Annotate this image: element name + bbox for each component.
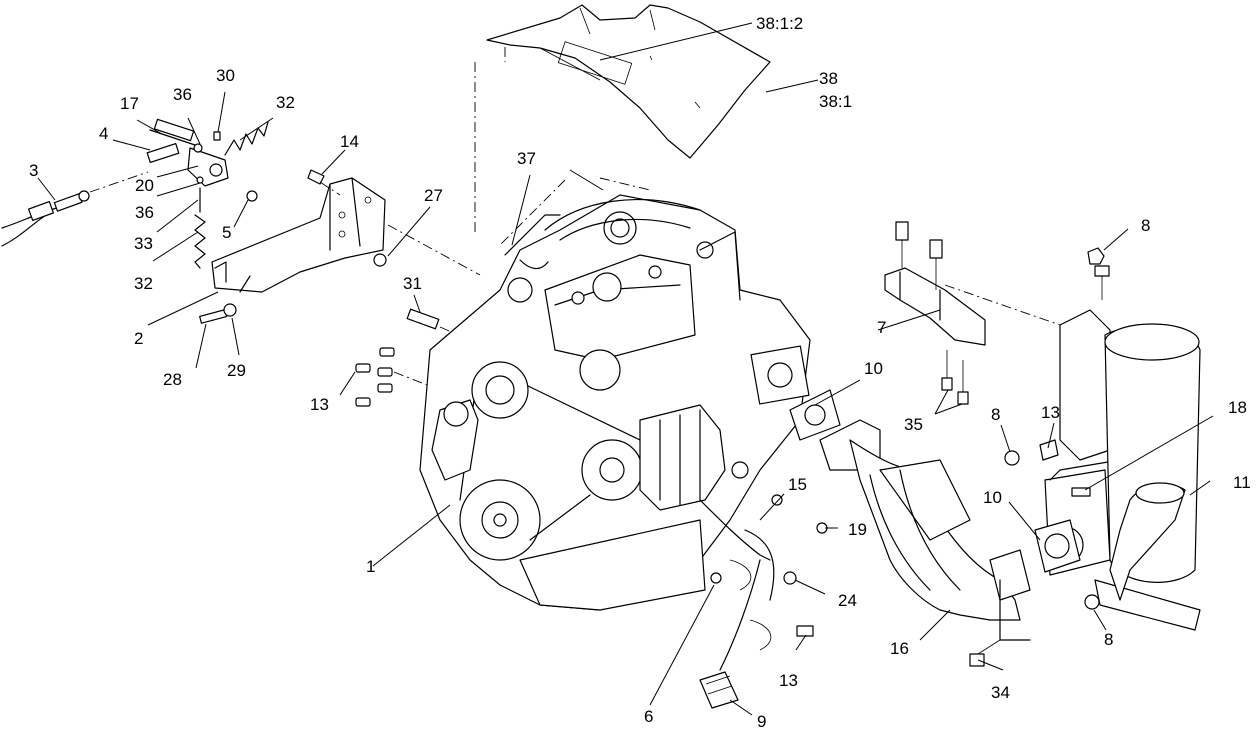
callout-17: 17 (120, 94, 139, 113)
callout-8-top: 8 (1141, 216, 1150, 235)
engine-mount-bracket (199, 169, 387, 324)
callout-19: 19 (848, 520, 867, 539)
callout-13-left: 13 (310, 395, 329, 414)
callout-5: 5 (222, 223, 231, 242)
callout-4: 4 (99, 124, 108, 143)
cable-37-line (499, 177, 651, 246)
callout-labels: 1 2 3 4 5 6 7 8 8 8 9 10 10 11 13 13 13 … (29, 14, 1251, 731)
callout-28: 28 (163, 370, 182, 389)
callout-30: 30 (216, 66, 235, 85)
callout-20: 20 (135, 176, 154, 195)
callout-11: 11 (1233, 473, 1251, 492)
callout-32-bottom: 32 (134, 274, 153, 293)
callout-9: 9 (757, 712, 766, 731)
gasket-muffler (1034, 519, 1081, 573)
callout-8-mid: 8 (991, 405, 1000, 424)
bolt-cluster-left (355, 347, 441, 407)
mount-alignment-line (387, 224, 481, 276)
callout-18: 18 (1228, 398, 1247, 417)
callout-29: 29 (227, 361, 246, 380)
callout-16: 16 (890, 639, 909, 658)
intake-manifold-flange (750, 345, 810, 405)
callout-24: 24 (838, 591, 857, 610)
muffler (1044, 309, 1201, 631)
callout-33: 33 (134, 234, 153, 253)
throttle-cable-assembly (1, 171, 149, 247)
wiring-harness (699, 494, 828, 709)
callout-38-1: 38:1 (819, 92, 852, 111)
callout-6: 6 (644, 707, 653, 726)
callout-7: 7 (877, 318, 886, 337)
nuts-and-bolts-right (969, 247, 1110, 667)
springs (194, 121, 269, 269)
callout-15: 15 (788, 475, 807, 494)
callout-36-top: 36 (173, 85, 192, 104)
exhaust-pipe (819, 419, 1031, 641)
engine-cover-shield (486, 4, 771, 159)
callout-34: 34 (991, 683, 1010, 702)
bracket-alignment-line (944, 284, 1061, 326)
engine-pulleys (431, 349, 643, 561)
callout-32-top: 32 (276, 93, 295, 112)
callout-37: 37 (517, 149, 536, 168)
callout-38: 38 (819, 69, 838, 88)
muffler-bracket-7 (884, 221, 986, 405)
callout-13-right: 13 (1041, 403, 1060, 422)
callout-31: 31 (403, 274, 422, 293)
callout-10-upper: 10 (864, 359, 883, 378)
callout-35: 35 (904, 415, 923, 434)
callout-1: 1 (366, 557, 375, 576)
callout-3: 3 (29, 161, 38, 180)
throttle-lever-bracket (146, 118, 258, 202)
cover-alignment-line (474, 47, 506, 235)
callout-13-bottom: 13 (779, 671, 798, 690)
callout-14: 14 (340, 132, 359, 151)
callout-2: 2 (134, 329, 143, 348)
callout-36-mid: 36 (135, 203, 154, 222)
leader-lines (37, 22, 1214, 716)
callout-8-right: 8 (1104, 630, 1113, 649)
callout-27: 27 (424, 186, 443, 205)
alternator (639, 404, 749, 511)
callout-38-1-2: 38:1:2 (756, 14, 803, 33)
callout-10-lower: 10 (983, 488, 1002, 507)
